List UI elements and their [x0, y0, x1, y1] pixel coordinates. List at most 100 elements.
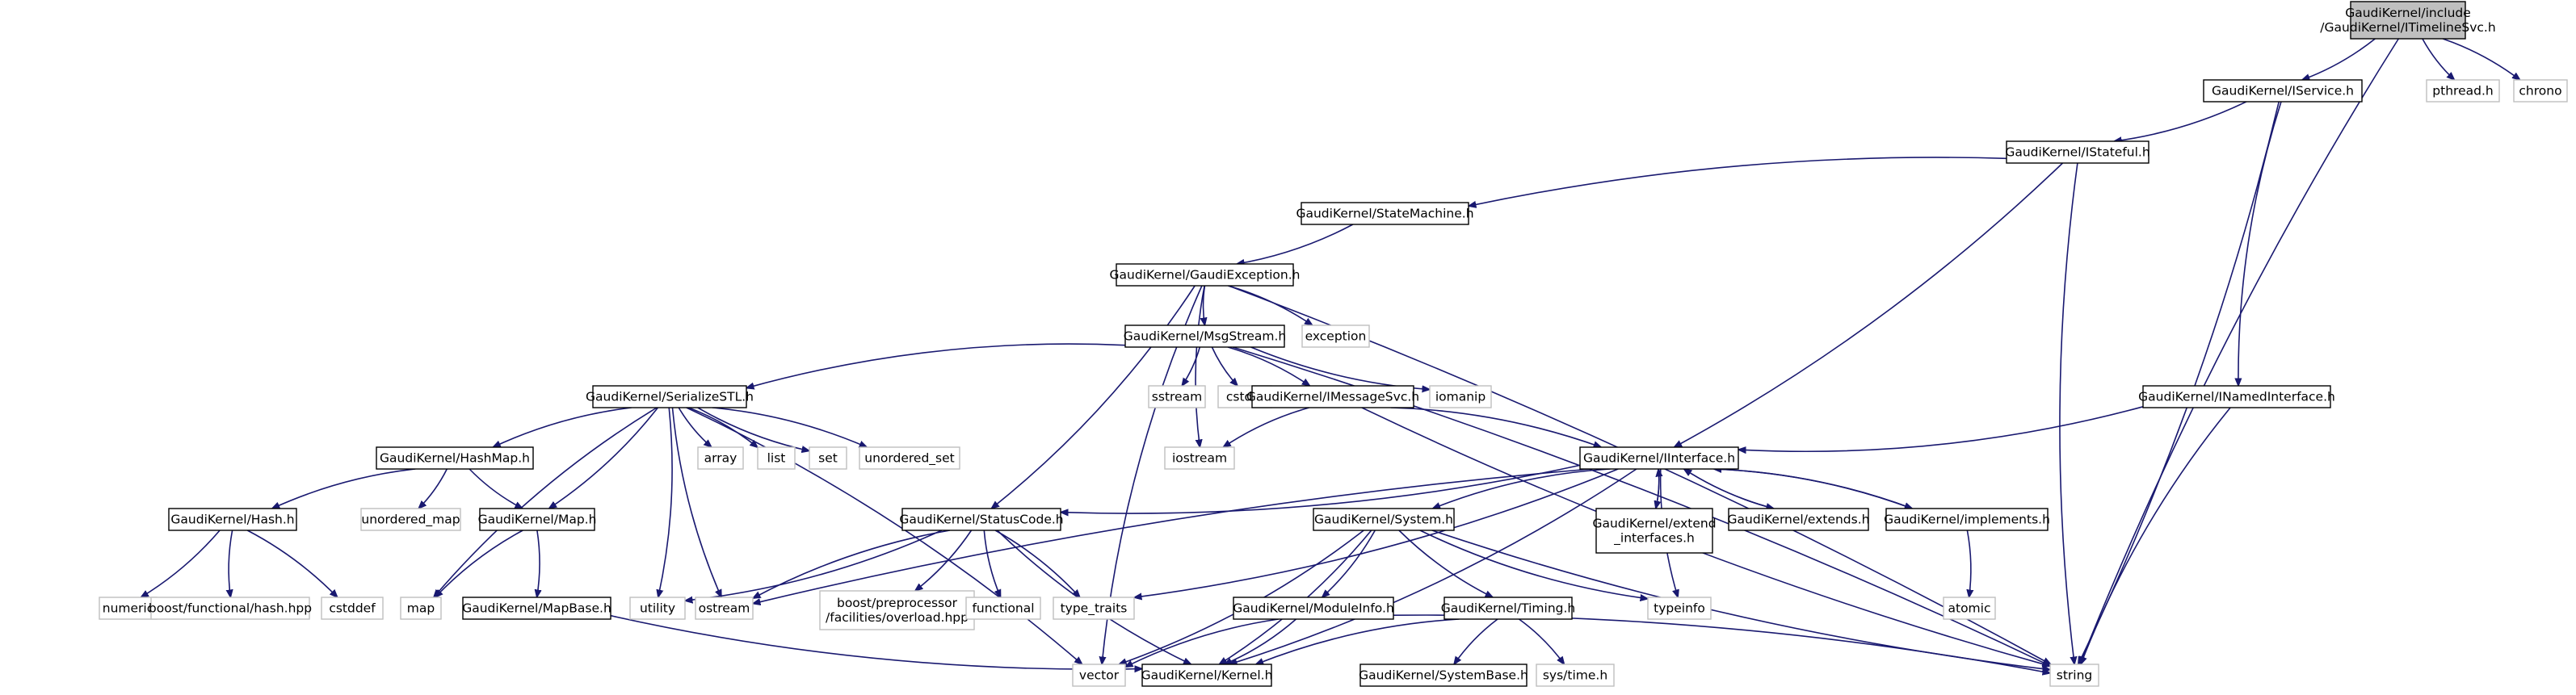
node-box [400, 597, 442, 620]
node-label: functional [972, 601, 1034, 616]
node-hash[interactable]: GaudiKernel/Hash.h [168, 508, 297, 531]
node-box [2350, 1, 2466, 40]
node-box [462, 597, 611, 620]
node-map-h[interactable]: GaudiKernel/Map.h [478, 508, 597, 531]
node-exception: exception [1301, 324, 1370, 348]
node-hashmap[interactable]: GaudiKernel/HashMap.h [376, 446, 534, 470]
node-label: GaudiKernel/IService.h [2212, 84, 2354, 98]
node-label: list [767, 451, 786, 466]
node-label: GaudiKernel/GaudiException.h [1110, 268, 1301, 283]
node-box [1359, 664, 1528, 687]
edge-root-to-string [2079, 38, 2399, 664]
edge-hash-to-numeric [141, 530, 221, 597]
node-label: vector [1079, 668, 1120, 683]
edge-timing-to-systime [1519, 618, 1565, 664]
node-mapbase[interactable]: GaudiKernel/MapBase.h [462, 597, 611, 620]
node-label: string [2057, 668, 2093, 683]
node-label: GaudiKernel/IInterface.h [1583, 451, 1735, 466]
edge-iinterface-to-type_traits [1134, 468, 1619, 597]
edge-hashmap-to-map_h [469, 468, 523, 509]
node-implements[interactable]: GaudiKernel/implements.h [1884, 508, 2050, 531]
edge-serializestl-to-hashmap [493, 407, 632, 447]
edge-hashmap-to-unordered_map [418, 468, 448, 509]
node-box [1053, 597, 1135, 620]
node-iomanip: iomanip [1429, 385, 1492, 408]
node-chrono: chrono [2513, 79, 2568, 103]
node-label: utility [640, 601, 675, 616]
node-label: GaudiKernel/IStateful.h [2005, 145, 2149, 160]
node-label: GaudiKernel/Timing.h [1441, 601, 1576, 616]
node-iservice[interactable]: GaudiKernel/IService.h [2203, 79, 2363, 103]
edge-iservice-to-inamedinterface [2238, 101, 2282, 386]
node-label: array [704, 451, 738, 466]
edge-msgstream-to-serializestl [746, 343, 1126, 388]
node-box [1301, 202, 1469, 225]
node-system[interactable]: GaudiKernel/System.h [1313, 508, 1455, 531]
node-label: /facilities/overload.hpp [826, 610, 969, 625]
edge-istateful-to-iinterface [1675, 162, 2064, 447]
node-iostream: iostream [1164, 446, 1235, 470]
node-statemachine[interactable]: GaudiKernel/StateMachine.h [1296, 202, 1474, 225]
node-box [1164, 446, 1235, 470]
node-timing[interactable]: GaudiKernel/Timing.h [1441, 597, 1576, 620]
node-type-traits: type_traits [1053, 597, 1135, 620]
node-gaudiexception[interactable]: GaudiKernel/GaudiException.h [1110, 263, 1301, 287]
node-label: GaudiKernel/SerializeSTL.h [586, 390, 754, 404]
node-ostream: ostream [695, 597, 754, 620]
node-label: GaudiKernel/ModuleInfo.h [1233, 601, 1394, 616]
edge-serializestl-to-map [434, 407, 658, 597]
node-moduleinfo[interactable]: GaudiKernel/ModuleInfo.h [1233, 597, 1394, 620]
node-label: GaudiKernel/Map.h [478, 513, 597, 527]
edge-msgstream-to-imessagesvc [1227, 346, 1310, 386]
node-label: boost/preprocessor [837, 596, 958, 610]
node-label: cstddef [329, 601, 376, 616]
node-label: numeric [103, 601, 153, 616]
node-systembase[interactable]: GaudiKernel/SystemBase.h [1359, 664, 1528, 687]
node-label: GaudiKernel/MapBase.h [462, 601, 611, 616]
edge-map_h-to-map [435, 530, 523, 597]
header-nodes: GaudiKernel/include/GaudiKernel/ITimelin… [99, 1, 2568, 687]
edge-serializestl-to-map_h [549, 407, 659, 509]
node-imessagesvc[interactable]: GaudiKernel/IMessageSvc.h [1246, 385, 1419, 408]
node-box [1072, 664, 1126, 687]
node-inamedinterface[interactable]: GaudiKernel/INamedInterface.h [2138, 385, 2335, 408]
node-box [1313, 508, 1455, 531]
node-label: exception [1305, 329, 1367, 344]
edge-hashmap-to-hash [272, 468, 416, 509]
node-box [1141, 664, 1272, 687]
edge-timing-to-systembase [1454, 618, 1498, 664]
edge-statuscode-to-boost_overload [915, 530, 973, 591]
node-extend-interfaces[interactable]: GaudiKernel/extend_interfaces.h [1592, 508, 1717, 554]
node-cstddef: cstddef [321, 597, 384, 620]
node-root[interactable]: GaudiKernel/include/GaudiKernel/ITimelin… [2320, 1, 2496, 40]
node-label: GaudiKernel/extends.h [1728, 513, 1870, 527]
node-label: iostream [1172, 451, 1227, 466]
edge-istateful-to-statemachine [1469, 157, 2007, 206]
edge-serializestl-to-utility [658, 407, 673, 597]
node-msgstream[interactable]: GaudiKernel/MsgStream.h [1124, 324, 1287, 348]
node-label: boost/functional/hash.hpp [149, 601, 312, 616]
edge-implements-to-iinterface [1714, 469, 1913, 509]
node-label: GaudiKernel/SystemBase.h [1359, 668, 1528, 683]
node-map: map [400, 597, 442, 620]
node-kernel[interactable]: GaudiKernel/Kernel.h [1141, 664, 1273, 687]
node-statuscode[interactable]: GaudiKernel/StatusCode.h [899, 508, 1064, 531]
edge-iinterface-to-implements [1713, 468, 1913, 509]
node-box [965, 597, 1041, 620]
node-extends[interactable]: GaudiKernel/extends.h [1728, 508, 1870, 531]
node-serializestl[interactable]: GaudiKernel/SerializeSTL.h [586, 385, 754, 408]
node-boost-hash: boost/functional/hash.hpp [149, 597, 312, 620]
node-box [1536, 664, 1615, 687]
node-label: GaudiKernel/StateMachine.h [1296, 207, 1473, 221]
node-pthread: pthread.h [2426, 79, 2500, 103]
edge-timing-to-kernel [1256, 618, 1460, 665]
node-iinterface[interactable]: GaudiKernel/IInterface.h [1579, 446, 1739, 470]
node-istateful[interactable]: GaudiKernel/IStateful.h [2005, 140, 2150, 164]
edge-root-to-iservice [2302, 38, 2376, 80]
edge-gaudiexception-to-exception [1228, 285, 1312, 325]
node-box [1885, 508, 2049, 531]
edge-istateful-to-string [2059, 162, 2078, 664]
node-label: chrono [2519, 84, 2561, 98]
node-label: GaudiKernel/INamedInterface.h [2138, 390, 2335, 404]
edge-serializestl-to-unordered_set [712, 407, 867, 447]
